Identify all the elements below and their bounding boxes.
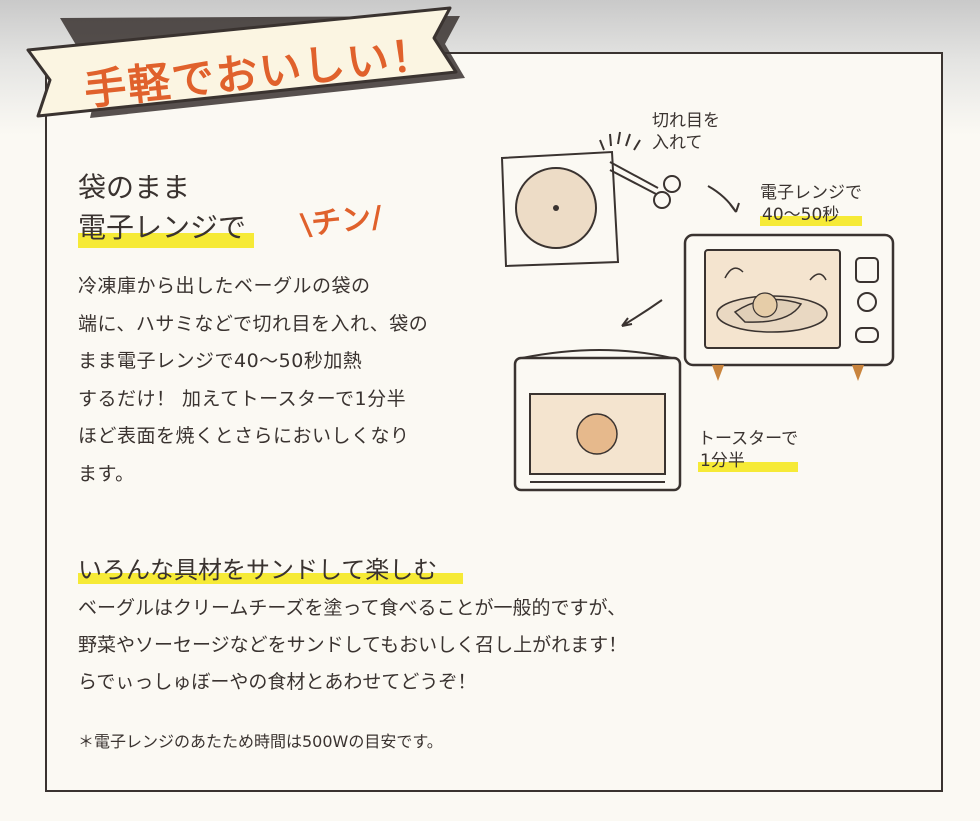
content-panel [45,52,943,792]
cut-label: 切れ目を 入れて [652,110,720,154]
section1-heading: 袋のまま 電子レンジで [78,168,255,248]
section2-heading-text: いろんな具材をサンドして楽しむ [78,556,464,584]
toaster-illustration [513,349,682,492]
microwave-illustration [683,233,895,381]
title-ribbon [26,6,465,118]
body-line: ほど表面を焼くとさらにおいしくなり [78,425,410,447]
scissors-icon [599,131,681,209]
cut-label-line-2: 入れて [652,133,703,153]
body-line: ベーグルはクリームチーズを塗って食べることが一般的ですが、 [78,597,627,619]
body-line: 端に、ハサミなどで切れ目を入れ、袋の [78,312,429,335]
footnote: ＊電子レンジのあたため時間は500Wの目安です。 [78,732,443,751]
heading-line-1: 袋のまま [78,171,191,204]
section2-heading: いろんな具材をサンドして楽しむ [78,550,464,585]
chin-accent: \チン/ [298,199,384,244]
body-line: まま電子レンジで40〜50秒加熱 [78,350,363,372]
body-line: 冷凍庫から出したベーグルの袋の [78,275,371,297]
microwave-label: 電子レンジで 40〜50秒 [760,182,862,226]
heating-illustration [500,131,895,492]
body-line: 野菜やソーセージなどをサンドしてもおいしく召し上がれます！ [78,634,628,656]
body-line: するだけ！ 加えてトースターで1分半 [78,387,407,410]
toaster-label-line-2: 1分半 [698,450,799,472]
toaster-label-line-1: トースターで [698,429,799,449]
body-line: らでぃっしゅぼーやの食材とあわせてどうぞ！ [78,671,477,693]
section1-body: 冷凍庫から出したベーグルの袋の 端に、ハサミなどで切れ目を入れ、袋の まま電子レ… [78,268,478,493]
microwave-label-line-1: 電子レンジで [760,183,862,203]
bag-bagel-illustration [500,150,620,268]
toaster-label: トースターで 1分半 [698,428,799,472]
microwave-label-line-2: 40〜50秒 [760,204,862,226]
cut-label-line-1: 切れ目を [652,111,720,131]
body-line: ます。 [78,462,135,485]
section2-body: ベーグルはクリームチーズを塗って食べることが一般的ですが、 野菜やソーセージなど… [78,590,627,701]
heading-line-2: 電子レンジで [78,208,255,248]
